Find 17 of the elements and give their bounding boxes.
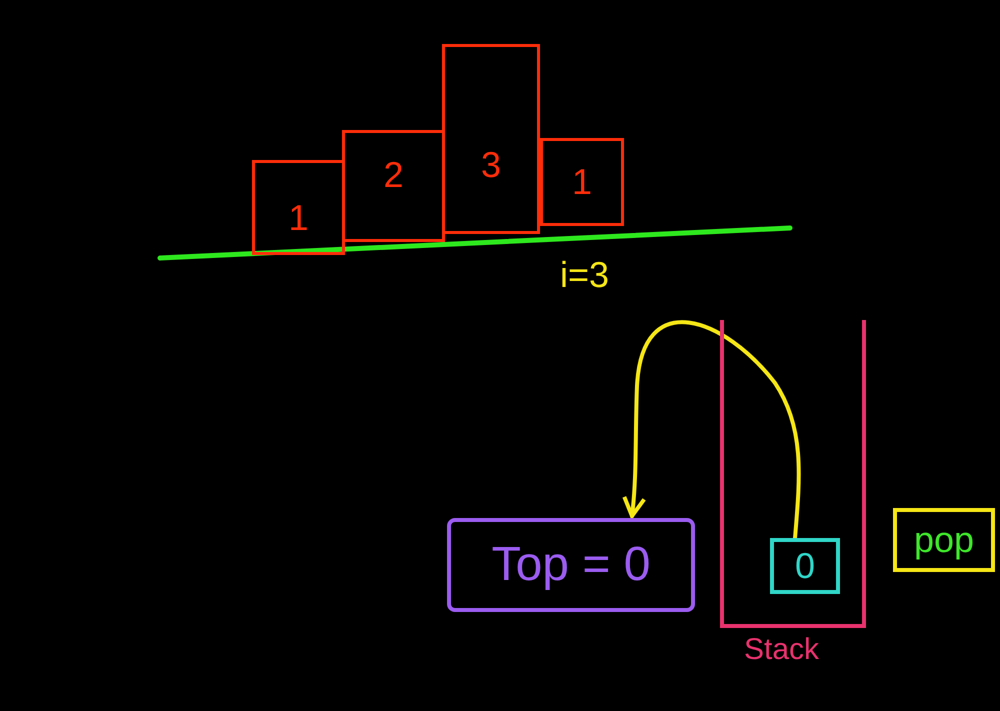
bar-box [442,44,540,234]
bar-number: 2 [383,157,404,193]
bar-box [540,138,624,226]
curved-arrow [622,320,801,540]
stack-label: Stack [744,632,820,668]
variable-text: Top = 0 [492,541,650,589]
bar-box [342,130,445,242]
bar-box [252,160,345,255]
stack-item-box [770,538,840,594]
stack-item-value: 0 [794,548,816,584]
variable-box [447,518,695,612]
operation-box [893,508,995,572]
index-label: i=3 [560,255,610,295]
bar-number: 1 [288,200,309,236]
operation-text: pop [914,522,974,558]
bar-number: 1 [572,164,592,200]
bar-number: 3 [480,147,502,183]
